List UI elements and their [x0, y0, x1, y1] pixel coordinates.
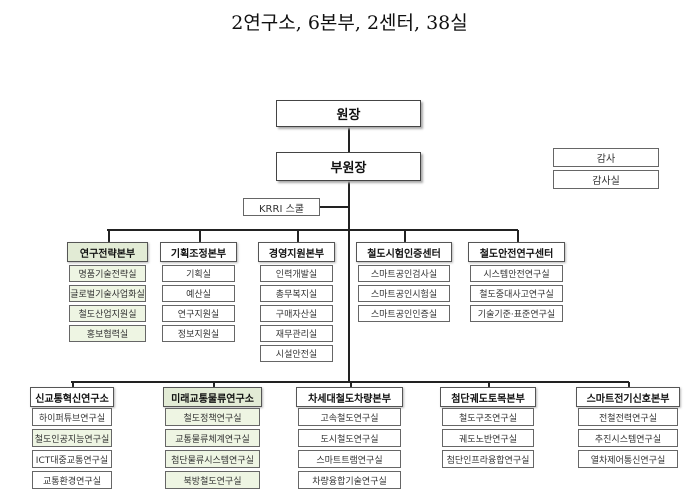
office-box: 철도산업지원실 — [69, 305, 146, 322]
unit-header: 철도안전연구센터 — [468, 242, 565, 262]
office-box: 정보지원실 — [162, 325, 235, 342]
unit-header: 기획조정본부 — [160, 242, 237, 262]
upper_units-connector — [108, 230, 110, 242]
office-box: 철도구조연구실 — [442, 408, 534, 426]
office-box: 연구지원실 — [162, 305, 235, 322]
office-box: 철도인공지능연구실 — [32, 429, 112, 447]
office-box: 첨단물류시스템연구실 — [165, 450, 260, 468]
office-box: 시스템안전연구실 — [470, 265, 563, 282]
upper_units-connector — [297, 230, 299, 242]
office-box: 인력개발실 — [260, 265, 333, 282]
lower_units-connector — [72, 382, 74, 387]
office-box: 구매자산실 — [260, 305, 333, 322]
audit-box: 감사 — [553, 148, 659, 167]
unit-header: 첨단궤도토목본부 — [440, 387, 536, 407]
connector-school — [320, 206, 349, 208]
krri-school-box: KRRI 스쿨 — [243, 198, 320, 216]
office-box: 고속철도연구실 — [298, 408, 401, 426]
office-box: 하이퍼튜브연구실 — [32, 408, 112, 426]
upper_units-connector — [517, 230, 519, 242]
upper_units-connector — [199, 230, 201, 242]
unit-header: 연구전략본부 — [67, 242, 148, 262]
unit-header: 철도시험인증센터 — [356, 242, 452, 262]
office-box: 철도중대사고연구실 — [470, 285, 563, 302]
office-box: 홍보협력실 — [69, 325, 146, 342]
office-box: 궤도노반연구실 — [442, 429, 534, 447]
connector-upper-horizontal — [107, 229, 518, 231]
office-box: 명품기술전략실 — [69, 265, 146, 282]
unit-header: 차세대철도차량본부 — [296, 387, 403, 407]
office-box: 도시철도연구실 — [298, 429, 401, 447]
office-box: ICT대중교통연구실 — [32, 450, 112, 468]
office-box: 스마트공인시험실 — [358, 285, 450, 302]
office-box: 예산실 — [162, 285, 235, 302]
upper_units-connector — [404, 230, 406, 242]
unit-header: 미래교통물류연구소 — [163, 387, 262, 407]
audit-office-box: 감사실 — [553, 170, 659, 189]
president-box: 원장 — [276, 100, 421, 127]
chart-title: 2연구소, 6본부, 2센터, 38실 — [231, 12, 468, 34]
office-box: 첨단인프라융합연구실 — [442, 450, 534, 468]
unit-header: 경영지원본부 — [258, 242, 335, 262]
office-box: 스마트트램연구실 — [298, 450, 401, 468]
office-box: 교통물류체계연구실 — [165, 429, 260, 447]
connector-main-vertical — [348, 127, 350, 383]
office-box: 차량융합기술연구실 — [298, 471, 401, 489]
office-box: 교통환경연구실 — [32, 471, 112, 489]
office-box: 전철전력연구실 — [578, 408, 678, 426]
office-box: 기획실 — [162, 265, 235, 282]
office-box: 총무복지실 — [260, 285, 333, 302]
office-box: 기술기준·표준연구실 — [470, 305, 563, 322]
unit-header: 신교통혁신연구소 — [30, 387, 114, 407]
office-box: 열차제어통신연구실 — [578, 450, 678, 468]
office-box: 북방철도연구실 — [165, 471, 260, 489]
office-box: 재무관리실 — [260, 325, 333, 342]
office-box: 시설안전실 — [260, 345, 333, 362]
lower_units-connector — [350, 382, 352, 387]
office-box: 스마트공인인증실 — [358, 305, 450, 322]
unit-header: 스마트전기신호본부 — [576, 387, 680, 407]
office-box: 추진시스템연구실 — [578, 429, 678, 447]
vice-president-box: 부원장 — [276, 152, 421, 181]
lower_units-connector — [213, 382, 215, 387]
lower_units-connector — [488, 382, 490, 387]
office-box: 스마트공인검사실 — [358, 265, 450, 282]
lower_units-connector — [628, 382, 630, 387]
office-box: 철도정책연구실 — [165, 408, 260, 426]
office-box: 글로벌기술사업화실 — [69, 285, 146, 302]
